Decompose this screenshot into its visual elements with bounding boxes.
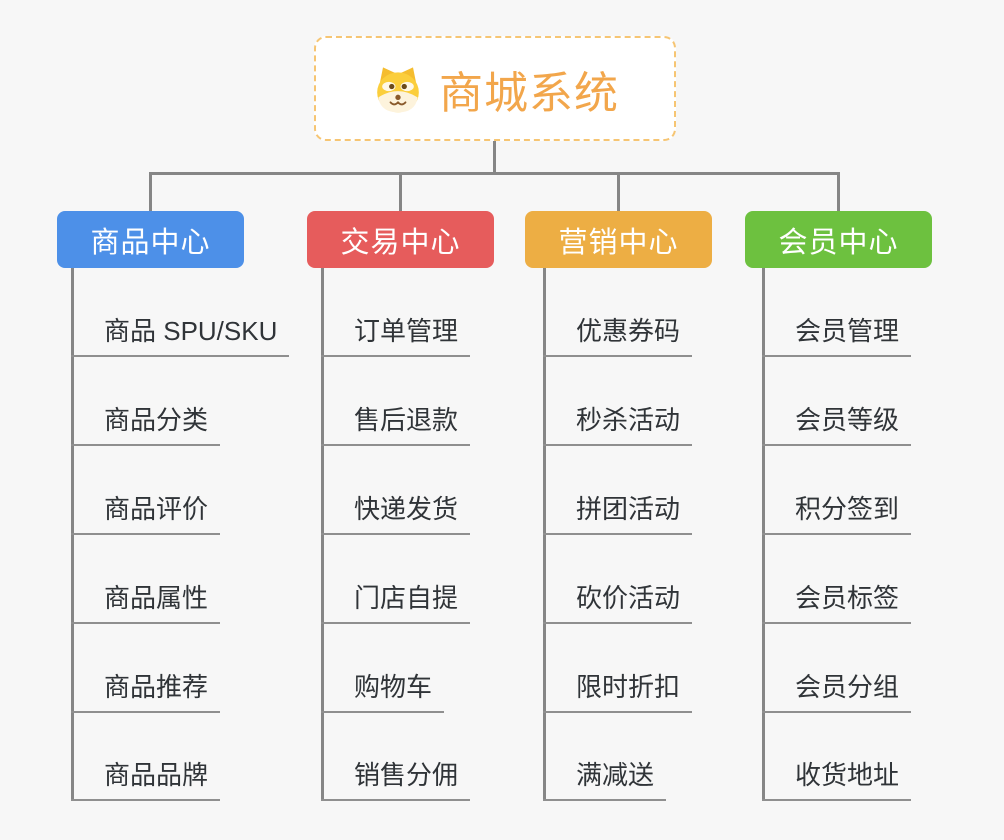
dog-face-icon	[377, 66, 419, 112]
root-node-label: 商城系统	[439, 68, 619, 118]
drop-line-products	[149, 175, 152, 211]
leaf-node[interactable]: 满减送	[543, 755, 667, 801]
leaf-node[interactable]: 限时折扣	[543, 667, 693, 713]
branch-node-member-center[interactable]: 会员中心	[745, 211, 932, 268]
bus-line	[149, 172, 840, 175]
leaf-node[interactable]: 会员分组	[762, 667, 912, 713]
leaf-node[interactable]: 商品 SPU/SKU	[71, 311, 290, 357]
leaf-node[interactable]: 商品评价	[71, 489, 221, 535]
leaf-node[interactable]: 商品品牌	[71, 755, 221, 801]
leaf-node[interactable]: 售后退款	[321, 400, 471, 446]
leaf-node[interactable]: 积分签到	[762, 489, 912, 535]
leaf-node[interactable]: 优惠券码	[543, 311, 693, 357]
leaf-node[interactable]: 秒杀活动	[543, 400, 693, 446]
leaf-node[interactable]: 商品推荐	[71, 667, 221, 713]
leaf-node[interactable]: 拼团活动	[543, 489, 693, 535]
root-node[interactable]: 商城系统	[314, 36, 676, 141]
leaf-node[interactable]: 收货地址	[762, 755, 912, 801]
drop-line-members	[837, 175, 840, 211]
leaf-node[interactable]: 会员等级	[762, 400, 912, 446]
leaf-node[interactable]: 商品分类	[71, 400, 221, 446]
leaf-node[interactable]: 销售分佣	[321, 755, 471, 801]
leaf-node[interactable]: 砍价活动	[543, 578, 693, 624]
branch-node-product-center[interactable]: 商品中心	[57, 211, 244, 268]
leaf-node[interactable]: 快递发货	[321, 489, 471, 535]
leaf-node[interactable]: 会员管理	[762, 311, 912, 357]
drop-line-trade	[399, 175, 402, 211]
leaf-node[interactable]: 商品属性	[71, 578, 221, 624]
branch-node-marketing-center[interactable]: 营销中心	[525, 211, 712, 268]
branch-node-trade-center[interactable]: 交易中心	[307, 211, 494, 268]
leaf-node[interactable]: 门店自提	[321, 578, 471, 624]
leaf-node[interactable]: 会员标签	[762, 578, 912, 624]
leaf-node[interactable]: 订单管理	[321, 311, 471, 357]
root-stem-line	[493, 141, 496, 172]
leaf-node[interactable]: 购物车	[321, 667, 445, 713]
drop-line-marketing	[617, 175, 620, 211]
